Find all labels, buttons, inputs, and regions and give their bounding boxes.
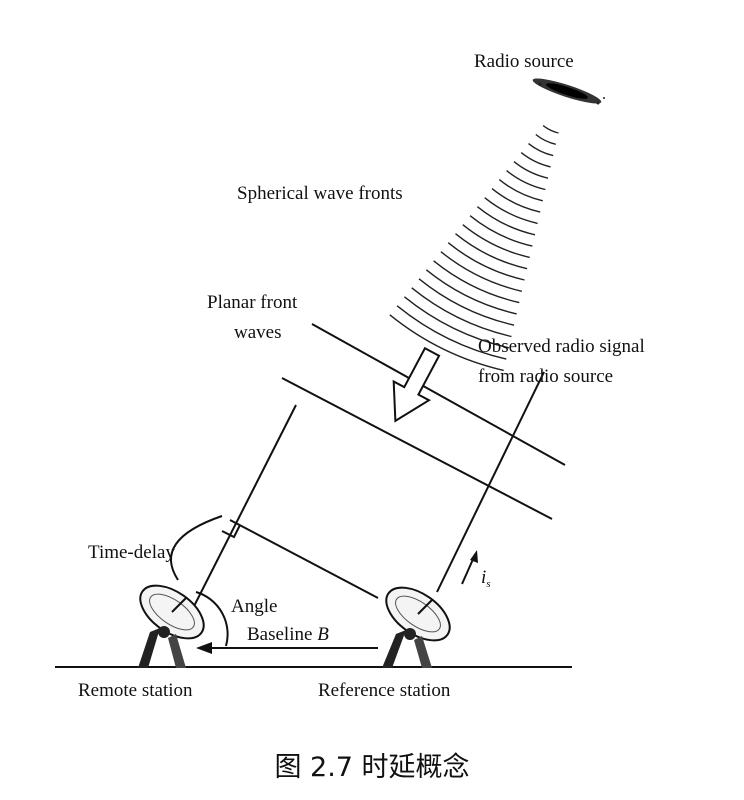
wave-front-arc — [506, 170, 546, 191]
radio-source-icon — [532, 78, 605, 105]
wave-front-arc — [542, 124, 559, 134]
baseline-arrowhead — [196, 642, 212, 654]
reference-station-dish-icon — [382, 586, 451, 668]
wave-front-arc — [484, 197, 538, 225]
baseline-label: Baseline B — [247, 624, 329, 645]
radio-source-label: Radio source — [474, 51, 574, 72]
delay-projection-line — [229, 519, 379, 599]
wave-front-arc — [476, 206, 536, 236]
reference-station-label: Reference station — [318, 680, 451, 701]
unit-vector-arrowhead — [470, 550, 478, 563]
wave-front-arc — [462, 224, 530, 259]
wave-front-arc — [455, 233, 528, 270]
wave-front-arc — [447, 242, 525, 281]
wave-front-arc — [389, 314, 504, 372]
wave-front-arc — [513, 161, 549, 179]
right-angle-marker — [221, 524, 241, 539]
wave-front-arc — [418, 278, 515, 326]
observed-signal-label-line2: from radio source — [478, 366, 613, 387]
unit-vector-label: is — [481, 567, 491, 590]
planar-front-label-line2: waves — [234, 322, 281, 343]
signal-direction-arrow — [392, 346, 441, 423]
planar-front-line-upper — [311, 323, 566, 466]
observed-signal-label-line1: Observed radio signal — [478, 336, 645, 357]
remote-station-label: Remote station — [78, 680, 193, 701]
remote-station-dish-icon — [138, 584, 205, 668]
remote-signal-line — [185, 404, 297, 623]
baseline-symbol: B — [317, 624, 329, 645]
wave-front-arc — [520, 152, 551, 168]
unit-vector-arrow — [461, 556, 475, 585]
time-delay-label: Time-delay — [88, 542, 175, 563]
unit-vector-subscript: s — [486, 578, 490, 590]
wave-front-arc — [411, 287, 512, 338]
wave-front-arc — [528, 143, 554, 157]
wave-front-arc — [440, 251, 523, 292]
angle-arc — [195, 591, 229, 647]
time-delay-arc — [169, 515, 223, 581]
wave-front-arc — [425, 269, 517, 315]
wave-front-arc — [498, 179, 543, 202]
wave-front-arc — [396, 305, 507, 360]
planar-front-line-lower — [281, 377, 553, 520]
wave-front-arc — [433, 260, 520, 304]
wave-front-arc — [535, 133, 556, 145]
figure-caption: 图 2.7 时延概念 — [274, 752, 469, 783]
wave-front-arc — [491, 188, 541, 213]
spherical-wave-fronts — [389, 124, 559, 372]
wave-front-arc — [403, 296, 510, 349]
wave-front-arc — [469, 215, 533, 247]
spherical-wave-fronts-label: Spherical wave fronts — [237, 183, 403, 204]
planar-front-label-line1: Planar front — [207, 292, 298, 313]
observed-signal-line — [436, 371, 545, 593]
angle-label: Angle — [231, 596, 277, 617]
